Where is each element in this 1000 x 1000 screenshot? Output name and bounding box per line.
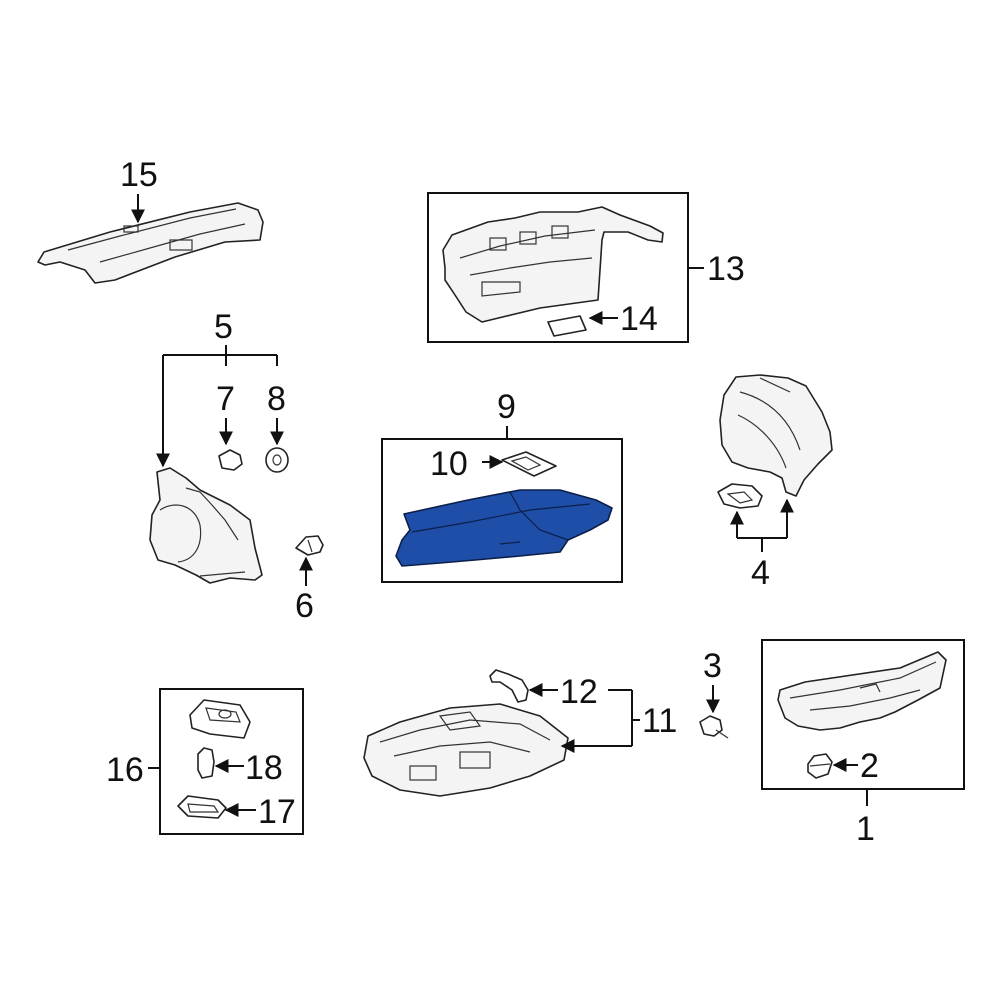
callout-4[interactable]: 4 (751, 554, 770, 592)
callout-15[interactable]: 15 (120, 156, 158, 194)
callout-1[interactable]: 1 (856, 810, 875, 848)
group-box-1 (761, 639, 965, 790)
group-box-9 (381, 438, 623, 583)
callout-3[interactable]: 3 (703, 647, 722, 685)
part-1-sill-plate[interactable] (777, 651, 947, 731)
part-15-package-tray[interactable] (37, 202, 264, 284)
part-12-bracket[interactable] (489, 669, 529, 703)
part-14-clip[interactable] (547, 315, 587, 337)
part-4-side-trim-right[interactable] (719, 374, 833, 497)
callout-13[interactable]: 13 (707, 250, 745, 288)
callout-5[interactable]: 5 (214, 308, 233, 346)
part-6-fastener[interactable] (295, 535, 324, 556)
part-5-side-trim-left[interactable] (149, 467, 263, 584)
callout-18[interactable]: 18 (245, 749, 283, 787)
callout-2[interactable]: 2 (860, 747, 879, 785)
part-16-lamp-housing[interactable] (189, 699, 251, 739)
part-17-lens[interactable] (177, 795, 227, 819)
part-2-clip[interactable] (807, 753, 833, 779)
part-10-mat-hook[interactable] (501, 451, 557, 477)
callout-6[interactable]: 6 (295, 587, 314, 625)
callout-17[interactable]: 17 (258, 793, 296, 831)
part-13-front-trim[interactable] (442, 206, 664, 323)
part-7-clip[interactable] (218, 449, 243, 471)
callout-10[interactable]: 10 (430, 445, 468, 483)
callout-12[interactable]: 12 (560, 673, 598, 711)
group-box-16 (159, 688, 304, 835)
part-8-grommet[interactable] (265, 447, 289, 473)
callout-16[interactable]: 16 (106, 751, 144, 789)
part-9-trunk-mat[interactable] (395, 489, 613, 567)
part-3-bolt[interactable] (699, 715, 729, 739)
callout-11[interactable]: 11 (642, 702, 677, 740)
part-4-clip[interactable] (717, 483, 763, 509)
callout-7[interactable]: 7 (216, 380, 235, 418)
callout-9[interactable]: 9 (497, 388, 516, 426)
part-11-tray[interactable] (363, 703, 569, 797)
part-18-bulb[interactable] (197, 747, 215, 779)
callout-14[interactable]: 14 (620, 300, 658, 338)
callout-8[interactable]: 8 (267, 380, 286, 418)
